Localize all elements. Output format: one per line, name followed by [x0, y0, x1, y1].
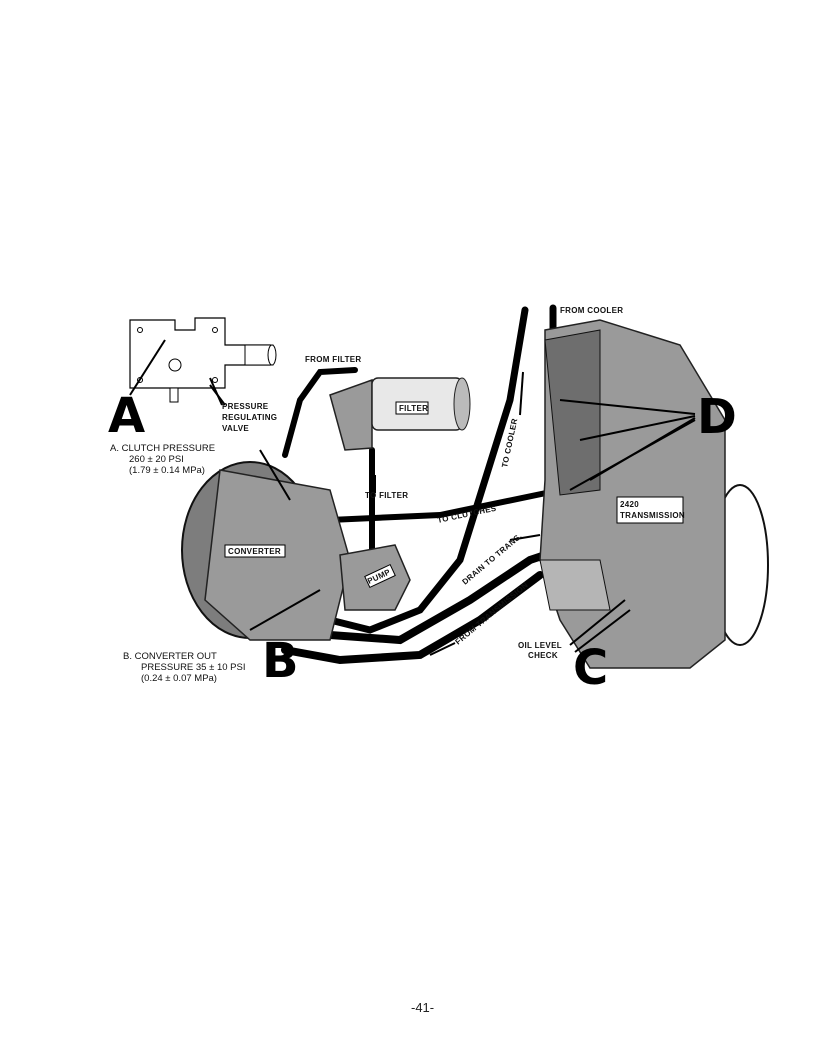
callout-b: B [262, 633, 299, 689]
label-oil-level-check: CHECK [528, 651, 558, 660]
label-from-filter: FROM FILTER [305, 355, 361, 364]
label-to-filter: TO FILTER [365, 491, 408, 500]
caption-a-psi: 260 ± 20 PSI [129, 454, 184, 465]
label-transmission-model: 2420 [620, 500, 639, 509]
label-filter: FILTER [399, 404, 428, 413]
pressure-regulating-valve-drawing [129, 317, 277, 406]
page-number: -41- [411, 1000, 434, 1015]
caption-b-mpa: (0.24 ± 0.07 MPa) [141, 673, 217, 684]
label-transmission: TRANSMISSION [620, 511, 685, 520]
label-regulating: REGULATING [222, 413, 277, 422]
torque-converter [181, 461, 351, 641]
filter-assembly [329, 377, 471, 451]
caption-a-mpa: (1.79 ± 0.14 MPa) [129, 465, 205, 476]
callout-d: D [697, 389, 737, 445]
label-oil-level: OIL LEVEL [518, 641, 562, 650]
label-pressure: PRESSURE [222, 402, 269, 411]
caption-a-title: A. CLUTCH PRESSURE [110, 443, 215, 454]
transmission-housing [539, 319, 769, 669]
callout-c: C [573, 640, 608, 696]
pump [339, 544, 411, 611]
caption-b-title: B. CONVERTER OUT [123, 651, 217, 662]
label-valve: VALVE [222, 424, 249, 433]
label-from-cooler: FROM COOLER [560, 306, 623, 315]
label-converter: CONVERTER [228, 547, 281, 556]
caption-b-psi: PRESSURE 35 ± 10 PSI [141, 662, 245, 673]
callout-a: A [108, 388, 145, 444]
pointer-arrows [209, 371, 696, 656]
